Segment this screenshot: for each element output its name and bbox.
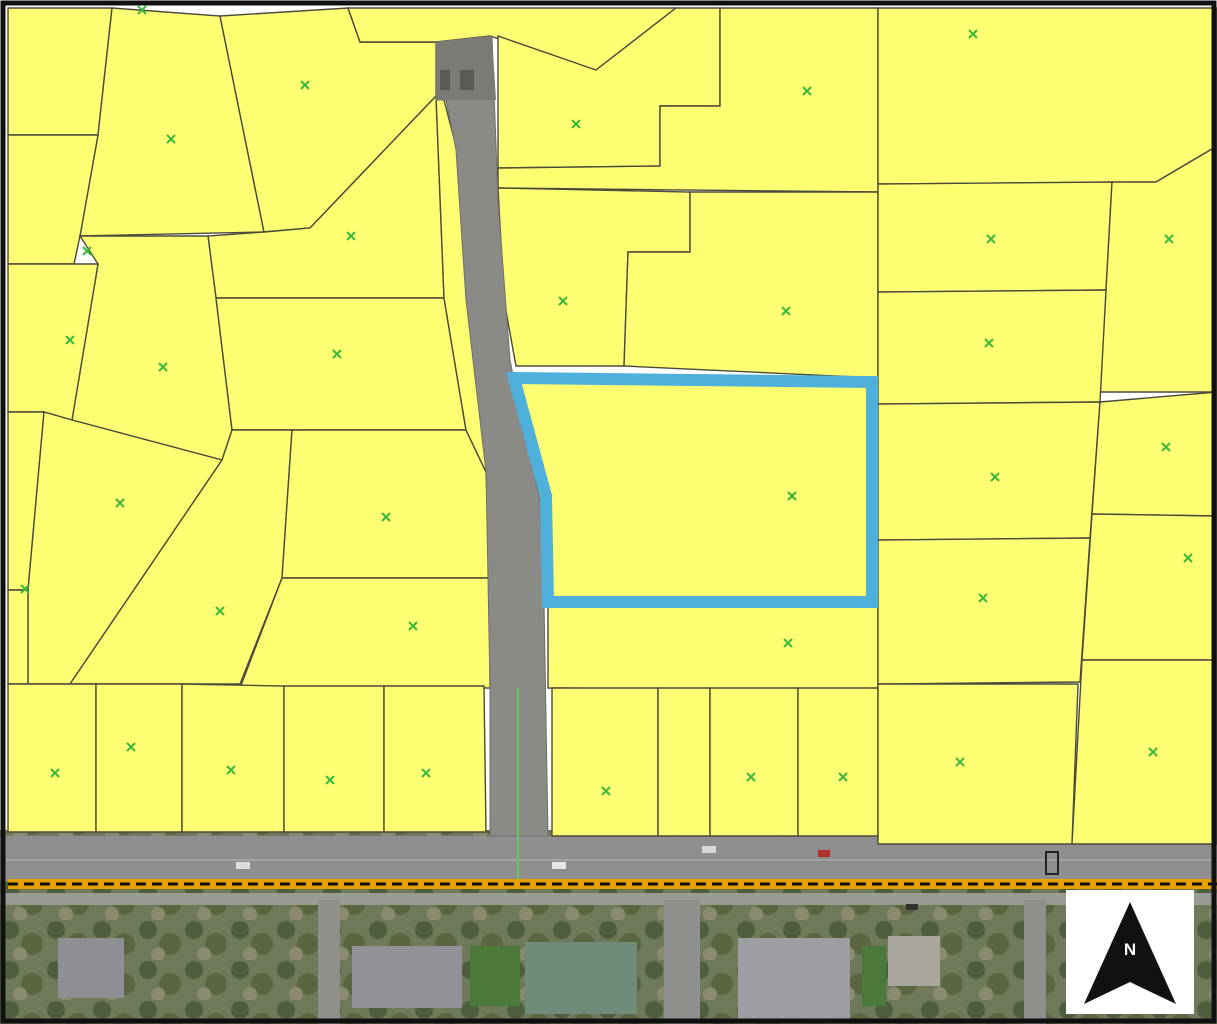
x-marker-icon	[332, 349, 342, 359]
house-roof	[738, 938, 850, 1020]
x-marker-icon	[126, 742, 136, 752]
x-marker-icon	[781, 306, 791, 316]
parcel[interactable]	[877, 401, 1101, 541]
x-marker-icon	[20, 584, 30, 594]
x-marker-icon	[82, 246, 92, 256]
x-marker-icon	[215, 606, 225, 616]
house-roof	[58, 938, 124, 998]
x-marker-icon	[986, 234, 996, 244]
x-marker-icon	[1183, 553, 1193, 563]
parcel[interactable]	[877, 537, 1091, 685]
parcel[interactable]	[7, 7, 113, 136]
x-marker-icon	[955, 757, 965, 767]
centroid-markers	[20, 5, 1193, 796]
parcel[interactable]	[215, 297, 467, 431]
x-marker-icon	[346, 231, 356, 241]
parcel[interactable]	[551, 687, 659, 837]
parcel[interactable]	[7, 683, 97, 833]
house-roof	[352, 946, 462, 1008]
x-marker-icon	[601, 786, 611, 796]
x-marker-icon	[158, 362, 168, 372]
parcel[interactable]	[797, 687, 879, 837]
x-marker-icon	[571, 119, 581, 129]
parcel[interactable]	[95, 683, 183, 833]
parcel[interactable]	[1071, 659, 1217, 845]
x-marker-icon	[166, 134, 176, 144]
parcel[interactable]	[7, 589, 29, 685]
x-marker-icon	[1161, 442, 1171, 452]
x-marker-icon	[838, 772, 848, 782]
x-marker-icon	[984, 338, 994, 348]
parcel[interactable]	[1091, 391, 1217, 517]
parcel[interactable]	[281, 429, 491, 579]
parcel[interactable]	[181, 683, 285, 833]
x-marker-icon	[421, 768, 431, 778]
x-marker-icon	[968, 29, 978, 39]
x-marker-icon	[783, 638, 793, 648]
tennis-court	[525, 942, 637, 1014]
boundary-line	[8, 879, 1217, 889]
parcel[interactable]	[1099, 145, 1217, 393]
x-marker-icon	[1148, 747, 1158, 757]
x-marker-icon	[300, 80, 310, 90]
parcel[interactable]	[877, 683, 1079, 845]
x-marker-icon	[115, 498, 125, 508]
x-marker-icon	[1164, 234, 1174, 244]
parcel[interactable]	[238, 577, 491, 689]
x-marker-icon	[408, 621, 418, 631]
x-marker-icon	[787, 491, 797, 501]
parcel-layer	[7, 7, 1217, 845]
x-marker-icon	[558, 296, 568, 306]
x-marker-icon	[137, 5, 147, 15]
x-marker-icon	[65, 335, 75, 345]
x-marker-icon	[325, 775, 335, 785]
x-marker-icon	[50, 768, 60, 778]
aerial-basemap	[0, 830, 1217, 1024]
parcel[interactable]	[283, 685, 385, 833]
x-marker-icon	[990, 472, 1000, 482]
parcel[interactable]	[709, 687, 799, 837]
north-arrow-icon	[1084, 902, 1176, 1004]
parcel[interactable]	[383, 685, 487, 833]
parcel[interactable]	[657, 687, 711, 837]
parcel[interactable]	[877, 7, 1217, 185]
house-roof	[888, 936, 940, 986]
parcel[interactable]	[547, 601, 879, 691]
parcel[interactable]	[877, 181, 1113, 293]
parcel[interactable]	[79, 7, 265, 237]
subject-parcel-outline[interactable]	[506, 371, 878, 608]
x-marker-icon	[746, 772, 756, 782]
parcel[interactable]	[7, 134, 99, 265]
north-arrow: N	[1066, 890, 1194, 1014]
x-marker-icon	[381, 512, 391, 522]
north-arrow-label: N	[1124, 940, 1136, 959]
x-marker-icon	[802, 86, 812, 96]
subject-parcel-fill[interactable]	[513, 377, 873, 603]
x-marker-icon	[978, 593, 988, 603]
parcel[interactable]	[1081, 513, 1217, 661]
x-marker-icon	[226, 765, 236, 775]
